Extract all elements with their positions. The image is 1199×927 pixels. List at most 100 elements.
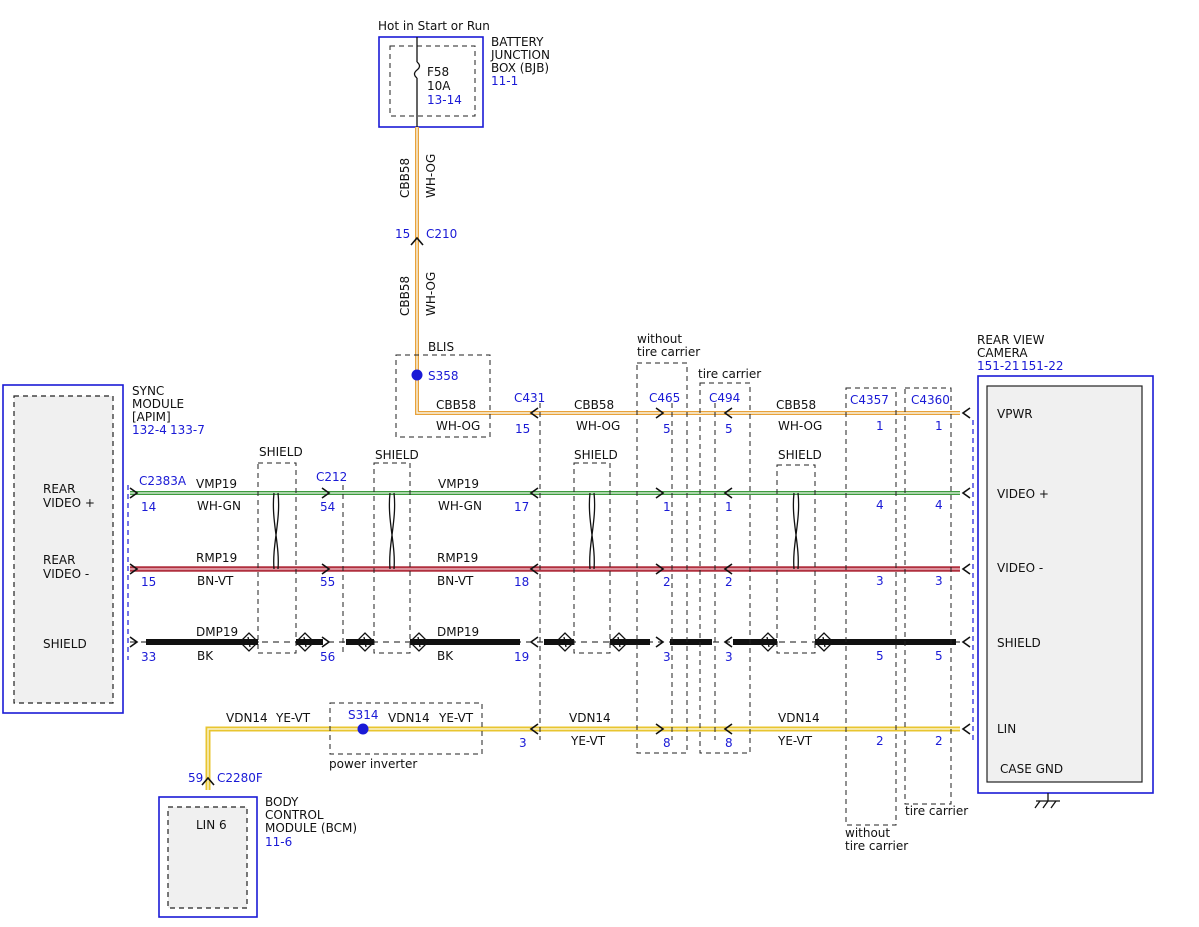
dmp19-label-1: DMP19 — [196, 625, 238, 639]
c210-connector-arrow-icon — [410, 236, 424, 246]
vdn14-label-2: VDN14 — [569, 711, 611, 725]
ye-vt-label-2: YE-VT — [570, 734, 606, 748]
pin-c465-1[interactable]: 1 — [663, 500, 671, 514]
camera-ref-2[interactable]: 151-22 — [1021, 359, 1064, 373]
pin-c494-8[interactable]: 8 — [725, 736, 733, 750]
sync-pin-label-video-minus: VIDEO - — [43, 567, 89, 581]
pin-c494-3[interactable]: 3 — [725, 650, 733, 664]
camera-pin-video-plus: VIDEO + — [997, 487, 1049, 501]
c2383a-label[interactable]: C2383A — [139, 474, 187, 488]
c210-pin[interactable]: 15 — [395, 227, 410, 241]
camera-pin-lin: LIN — [997, 722, 1016, 736]
c2280f-label[interactable]: C2280F — [217, 771, 263, 785]
c494-label[interactable]: C494 — [709, 391, 740, 405]
cbb58-label-upper: CBB58 — [398, 158, 412, 198]
without-tire-carrier-bottom-2: tire carrier — [845, 839, 908, 853]
sync-ref-2[interactable]: 133-7 — [170, 423, 205, 437]
sync-pin-label-rear2: REAR — [43, 553, 75, 567]
battery-junction-box: Hot in Start or Run F58 10A 13-14 BATTER… — [378, 19, 550, 128]
pin-c431-3[interactable]: 3 — [519, 736, 527, 750]
pin-c465-2[interactable]: 2 — [663, 575, 671, 589]
c431-label[interactable]: C431 — [514, 391, 545, 405]
power-inverter-box: power inverter S314 VDN14 YE-VT — [329, 702, 483, 771]
wire-vdn14 — [205, 726, 960, 790]
wh-og-label-h1: WH-OG — [436, 419, 480, 433]
vmp19-label-1: VMP19 — [196, 477, 237, 491]
sync-name-3: [APIM] — [132, 410, 171, 424]
cbb58-label-h1: CBB58 — [436, 398, 476, 412]
camera-name-1: REAR VIEW — [977, 333, 1045, 347]
wh-og-label-upper: WH-OG — [424, 154, 438, 198]
shield-label-4: SHIELD — [778, 448, 822, 462]
without-tire-carrier-bottom-1: without — [845, 826, 890, 840]
bjb-ref[interactable]: 11-1 — [491, 74, 518, 88]
pin-c212-55[interactable]: 55 — [320, 575, 335, 589]
sync-pin-label-rear1: REAR — [43, 482, 75, 496]
ground-icon — [1034, 793, 1060, 809]
c212-label[interactable]: C212 — [316, 470, 347, 484]
c4360-label[interactable]: C4360 — [911, 393, 950, 407]
blis-label: BLIS — [428, 340, 454, 354]
bjb-name-1: BATTERY — [491, 35, 544, 49]
pin-c431-15[interactable]: 15 — [515, 422, 530, 436]
pin-c212-54[interactable]: 54 — [320, 500, 335, 514]
pin-c2383a-33[interactable]: 33 — [141, 650, 156, 664]
bjb-header: Hot in Start or Run — [378, 19, 490, 33]
bcm-pin: LIN 6 — [196, 818, 227, 832]
camera-ref-1[interactable]: 151-21 — [977, 359, 1020, 373]
pin-c2383a-15[interactable]: 15 — [141, 575, 156, 589]
pin-c494-2[interactable]: 2 — [725, 575, 733, 589]
c4357-label[interactable]: C4357 — [850, 393, 889, 407]
twist-icon — [272, 492, 280, 570]
vdn14-label-inv: VDN14 — [388, 711, 430, 725]
cbb58-label-h3: CBB58 — [776, 398, 816, 412]
bk-label-2: BK — [437, 649, 454, 663]
pin-c465-8[interactable]: 8 — [663, 736, 671, 750]
ye-vt-label-bcm: YE-VT — [275, 711, 311, 725]
bcm-name-2: CONTROL — [265, 808, 324, 822]
pin-c494-5[interactable]: 5 — [725, 422, 733, 436]
pin-c4357-2[interactable]: 2 — [876, 734, 884, 748]
pin-c4360-2[interactable]: 2 — [935, 734, 943, 748]
blis-box: BLIS S358 CBB58 WH-OG — [395, 340, 491, 438]
without-tire-carrier-top-1: without — [637, 332, 682, 346]
fuse-id: F58 — [427, 65, 449, 79]
pin-c4360-5[interactable]: 5 — [935, 649, 943, 663]
pin-c494-1[interactable]: 1 — [725, 500, 733, 514]
pin-c465-5[interactable]: 5 — [663, 422, 671, 436]
connector-boundaries: without tire carrier tire carrier withou… — [342, 332, 968, 853]
c210-label[interactable]: C210 — [426, 227, 457, 241]
bcm-ref[interactable]: 11-6 — [265, 835, 292, 849]
without-tire-carrier-top-2: tire carrier — [637, 345, 700, 359]
splice-s314-icon — [357, 723, 369, 735]
pin-c465-3[interactable]: 3 — [663, 650, 671, 664]
pin-c431-19[interactable]: 19 — [514, 650, 529, 664]
fuse-ref[interactable]: 13-14 — [427, 93, 462, 107]
pin-c4357-5[interactable]: 5 — [876, 649, 884, 663]
splice-s314-label[interactable]: S314 — [348, 708, 379, 722]
splice-s358-label[interactable]: S358 — [428, 369, 459, 383]
pin-c4357-1[interactable]: 1 — [876, 419, 884, 433]
pin-c2383a-14[interactable]: 14 — [141, 500, 156, 514]
camera-name-2: CAMERA — [977, 346, 1028, 360]
connector-labels: C2383A C212 C431 C465 C494 C4357 C4360 — [139, 391, 950, 488]
sync-ref-1[interactable]: 132-4 — [132, 423, 167, 437]
pin-c4360-3[interactable]: 3 — [935, 574, 943, 588]
bn-vt-label-1: BN-VT — [197, 574, 234, 588]
pin-c212-56[interactable]: 56 — [320, 650, 335, 664]
camera-case-gnd: CASE GND — [1000, 762, 1063, 776]
c465-label[interactable]: C465 — [649, 391, 680, 405]
pin-c4357-3[interactable]: 3 — [876, 574, 884, 588]
pin-c4360-4[interactable]: 4 — [935, 498, 943, 512]
shield-groups: SHIELD SHIELD SHIELD SHIELD — [239, 445, 834, 654]
connector-arrow-marks — [129, 407, 971, 786]
pin-c4357-4[interactable]: 4 — [876, 498, 884, 512]
bn-vt-label-2: BN-VT — [437, 574, 474, 588]
pin-c431-18[interactable]: 18 — [514, 575, 529, 589]
pin-c431-17[interactable]: 17 — [514, 500, 529, 514]
pin-c4360-1[interactable]: 1 — [935, 419, 943, 433]
c2280f-pin[interactable]: 59 — [188, 771, 203, 785]
wh-og-label-h3: WH-OG — [778, 419, 822, 433]
vdn14-label-bcm: VDN14 — [226, 711, 268, 725]
bcm-name-1: BODY — [265, 795, 299, 809]
